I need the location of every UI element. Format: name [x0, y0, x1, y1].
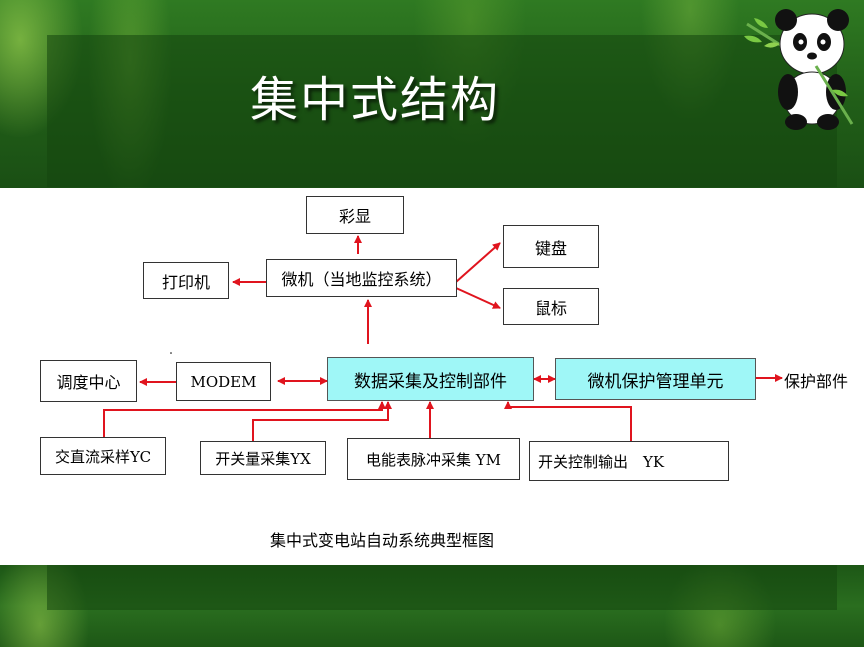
box-shubiao: 鼠标	[503, 288, 599, 325]
box-caixian: 彩显	[306, 196, 404, 234]
arrow-from-yk	[504, 401, 632, 441]
box-weiji: 微机（当地监控系统）	[266, 259, 457, 297]
arrow-to-shubiao	[455, 287, 501, 309]
box-jianpan: 键盘	[503, 225, 599, 268]
label-baohu-bujian: 保护部件	[784, 372, 849, 391]
diagram-caption: 集中式变电站自动系统典型框图	[270, 531, 495, 550]
box-modem: MODEM	[176, 362, 271, 401]
title-panel	[47, 35, 837, 187]
box-dayinji: 打印机	[143, 262, 229, 299]
bottom-panel	[47, 565, 837, 610]
box-baohu-guanli: 微机保护管理单元	[555, 358, 756, 400]
panda-with-bamboo-icon	[744, 9, 854, 130]
substation-block-diagram: 彩显 微机（当地监控系统） 打印机 键盘 鼠标 调度中心 MODEM 数据采集及…	[0, 188, 864, 565]
box-diaodu: 调度中心	[40, 360, 137, 402]
arrow-from-yx	[252, 401, 392, 441]
box-yc: 交直流采样YC	[40, 437, 166, 475]
slide-title: 集中式结构	[250, 72, 501, 128]
box-ym: 电能表脉冲采集 YM	[347, 438, 520, 480]
box-shuju: 数据采集及控制部件	[327, 357, 534, 401]
arrow-from-yc	[103, 401, 386, 437]
box-yx: 开关量采集YX	[200, 441, 326, 475]
arrow-to-jianpan	[455, 242, 501, 283]
connector-arrows	[103, 235, 783, 441]
box-yk: 开关控制输出 YK	[529, 441, 729, 481]
